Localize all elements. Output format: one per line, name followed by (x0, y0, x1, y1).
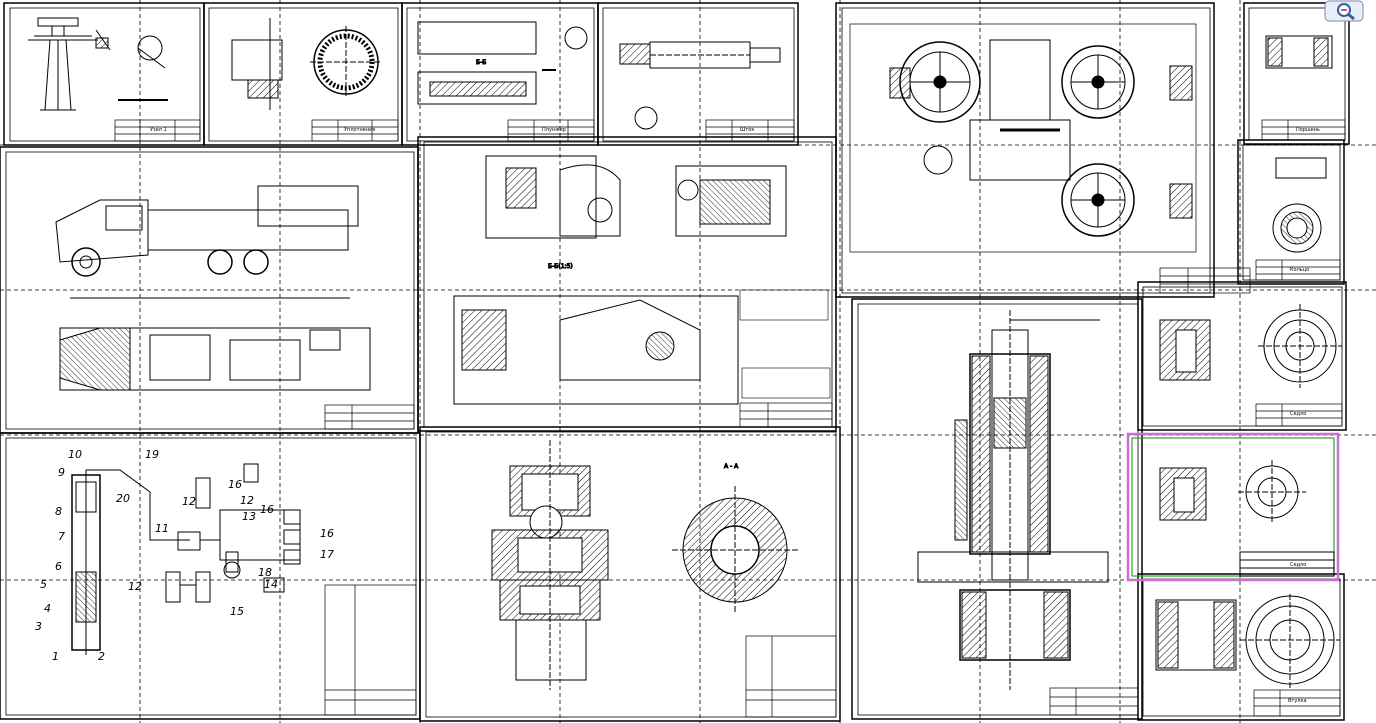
title-block (1255, 403, 1343, 427)
hydraulic-scheme (71, 463, 301, 655)
callout-label: 2 (98, 650, 105, 663)
rod-drawing (619, 41, 781, 130)
section-label: Б-Б(1:5) (548, 263, 573, 270)
plunger-drawing: Б-Б (417, 21, 588, 105)
callout-label: 16 (260, 503, 274, 516)
title-block (324, 404, 415, 430)
sleeve-drawing (1155, 594, 1340, 690)
title-block (745, 635, 837, 718)
sheet-title: Поршень (1296, 127, 1320, 133)
title-block (1255, 259, 1341, 281)
callout-label: 12 (182, 495, 196, 508)
callout-label: 10 (68, 448, 82, 461)
callout-label: 12 (240, 494, 254, 507)
title-block (1253, 689, 1341, 717)
section-mark: Б-Б (476, 59, 486, 66)
callout-label: 6 (55, 560, 62, 573)
seat-drawing (1159, 304, 1342, 388)
title-block (311, 119, 399, 142)
scheme-callouts: 10 9 8 7 6 5 4 3 1 2 19 20 11 12 13 12 1… (35, 448, 334, 663)
zoom-button[interactable] (1324, 0, 1364, 22)
selected-sheet[interactable] (1126, 432, 1340, 582)
title-block (507, 119, 595, 142)
magnifier-icon (1324, 0, 1364, 22)
sheet-title: Кольцо (1290, 267, 1309, 273)
title-block (739, 402, 833, 428)
wellhead-drawing (28, 17, 168, 111)
seal-drawing (231, 18, 382, 110)
title-block-labels: Узел 1 Уплотнение Плунжер Шток Поршень К… (150, 127, 1320, 704)
title-block (1049, 687, 1139, 716)
sheet-title: Втулка (1288, 698, 1307, 704)
callout-label: 17 (320, 548, 334, 561)
callout-label: 12 (128, 580, 142, 593)
callout-label: 8 (55, 505, 62, 518)
callout-label: 7 (58, 530, 65, 543)
pump-drawing: Б-Б(1:5) (453, 155, 831, 405)
section-label: А - А (724, 463, 739, 470)
valve-section-drawing: А - А (491, 440, 798, 690)
ring-drawing (1272, 157, 1327, 253)
callout-label: 20 (116, 492, 130, 505)
sheet-title: Седло (1290, 562, 1306, 568)
title-block (1159, 267, 1251, 294)
sheet-title: Узел 1 (150, 127, 167, 133)
sheet-frames (0, 2, 1350, 722)
callout-label: 4 (44, 602, 51, 615)
sheet-title: Седло (1290, 411, 1306, 417)
callout-label: 16 (228, 478, 242, 491)
title-block (1261, 119, 1346, 141)
callout-label: 15 (230, 605, 244, 618)
callout-label: 18 (258, 566, 272, 579)
seat-section-drawing (917, 310, 1109, 690)
title-block (705, 119, 795, 142)
callout-label: 13 (242, 510, 256, 523)
pump-truck-drawing (55, 185, 371, 391)
callout-label: 5 (40, 578, 47, 591)
callout-label: 3 (35, 620, 42, 633)
title-block (324, 584, 417, 716)
piston-drawing (1265, 35, 1333, 69)
title-block (114, 119, 201, 142)
callout-label: 11 (155, 522, 169, 535)
callout-label: 16 (320, 527, 334, 540)
callout-label: 14 (264, 578, 278, 591)
callout-label: 1 (52, 650, 59, 663)
callout-label: 19 (145, 448, 159, 461)
title-blocks (114, 119, 1346, 718)
callout-label: 9 (58, 466, 65, 479)
sheet-title: Плунжер (542, 127, 566, 133)
sheet-title: Уплотнение (344, 127, 375, 133)
valve-assembly-drawing (849, 23, 1197, 253)
sheet-title: Шток (740, 127, 754, 133)
